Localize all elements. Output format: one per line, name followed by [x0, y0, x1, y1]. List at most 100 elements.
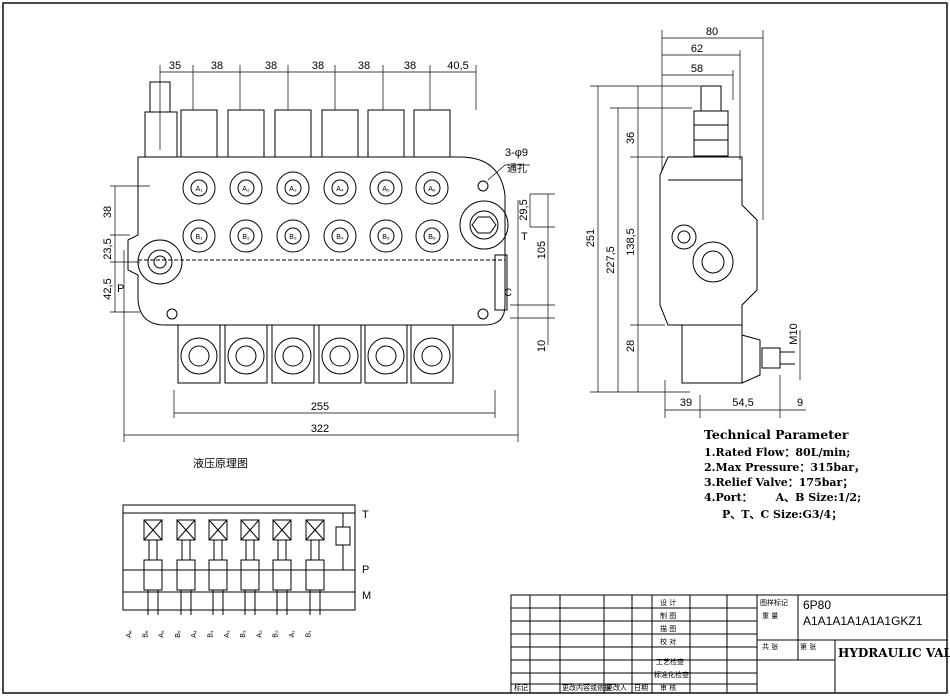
spool-caps	[180, 109, 451, 158]
dim-m10: M10	[788, 323, 800, 344]
dim-top-6: 38	[404, 60, 416, 72]
spool-cap	[413, 109, 451, 158]
port-a-label: A₁	[195, 186, 203, 193]
spool-end-inner	[188, 345, 210, 367]
side-cap	[700, 85, 722, 112]
side-p-port	[671, 224, 697, 250]
valve-box-bottom	[176, 559, 196, 591]
schematic-port-label: B₆	[142, 630, 149, 638]
tb-trace: 描 图	[660, 624, 676, 633]
port-a-inner	[377, 179, 395, 197]
side-p-port-inner	[677, 230, 691, 244]
side-spool-housing	[681, 324, 743, 384]
tb-date: 日期	[634, 684, 648, 692]
schematic-port-label: B₄	[208, 630, 215, 638]
tb-changer: 更改人	[606, 683, 627, 692]
port-a-label: A₃	[289, 186, 297, 193]
dim-36: 36	[625, 132, 637, 144]
spool-cap	[227, 109, 265, 158]
side-body	[659, 156, 758, 326]
tech-line-4: 4.Port： A、B Size:1/2;	[704, 491, 861, 504]
dim-39: 39	[680, 397, 692, 409]
title-block-text: 设 计 制 图 描 图 校 对 工艺检查 标准化检查 审 核 标记 更改内容或依…	[514, 598, 950, 692]
valve-box-top	[143, 519, 163, 541]
port-b-label: B₂	[242, 234, 250, 241]
c-port-stub	[494, 254, 508, 311]
hydraulic-schematic	[122, 504, 356, 615]
spool-end-inner	[235, 345, 257, 367]
port-b-inner	[423, 227, 441, 245]
spool-housing	[271, 324, 315, 384]
schematic-port-label: B₁	[305, 630, 312, 638]
side-t-port-inner	[701, 250, 725, 274]
port-a	[229, 171, 263, 205]
spool-housing	[318, 324, 362, 384]
schematic-port-label: B₃	[240, 630, 247, 638]
spool-end	[180, 337, 218, 375]
valve-box-bottom	[240, 559, 260, 591]
side-screw	[761, 347, 781, 369]
relief-hex	[471, 216, 497, 234]
schematic-p: P	[362, 564, 369, 576]
spool-cap	[367, 109, 405, 158]
spool-cap	[274, 109, 312, 158]
dim-28: 28	[625, 340, 637, 352]
port-b	[323, 219, 357, 253]
dim-58: 58	[691, 63, 703, 75]
front-dim-labels: 35 38 38 38 38 38 40,5 255 322 38 23,5 4…	[102, 60, 548, 435]
valve-box-top	[208, 519, 228, 541]
p-port-boss	[137, 239, 183, 285]
p-port	[147, 249, 173, 275]
side-dim-labels: 80 62 58 251 227,5 138,5 36 28 M10 39 54…	[585, 26, 803, 409]
dim-251: 251	[585, 229, 597, 247]
spool-end	[274, 337, 312, 375]
dim-54: 54,5	[732, 397, 753, 409]
spool-housing	[410, 324, 454, 384]
tb-total: 共 张	[762, 642, 778, 651]
dim-9: 9	[797, 397, 803, 409]
schematic-port-label: B₂	[273, 630, 280, 638]
tb-process: 工艺检查	[656, 657, 684, 666]
side-cap-nut	[693, 110, 729, 157]
spool-housing	[177, 324, 221, 384]
port-b	[276, 219, 310, 253]
tech-parameters: Technical Parameter 1.Rated Flow：80L/min…	[704, 427, 865, 521]
label-p: P	[117, 283, 124, 295]
schematic-port-label: A₅	[159, 630, 166, 638]
dim-right-10: 10	[536, 340, 548, 352]
tb-drawing-no: 图样标记	[760, 598, 788, 607]
spool-end	[227, 337, 265, 375]
tb-change: 更改内容或依据	[562, 683, 611, 692]
port-a-inner	[284, 179, 302, 197]
side-view	[659, 85, 795, 384]
dim-left-23: 23,5	[102, 238, 114, 259]
port-a	[369, 171, 403, 205]
spool-end-inner	[329, 345, 351, 367]
valve-box-bottom	[143, 559, 163, 591]
port-a	[276, 171, 310, 205]
tech-line-5: P、T、C Size:G3/4；	[722, 508, 842, 521]
port-a-inner	[331, 179, 349, 197]
tb-mark: 标记	[514, 683, 528, 692]
relief-valve-symbol	[335, 526, 351, 546]
spool-housing	[364, 324, 408, 384]
tech-line-3: 3.Relief Valve：175bar；	[704, 476, 853, 489]
dim-138: 138,5	[625, 228, 637, 256]
tb-std: 标准化检查	[654, 670, 689, 679]
dim-left-42: 42,5	[102, 278, 114, 299]
label-t: T	[521, 231, 528, 243]
dim-top-5: 38	[358, 60, 370, 72]
dim-right-105: 105	[536, 241, 548, 259]
front-dims	[110, 65, 555, 442]
mount-hole-3	[477, 308, 489, 320]
relief-boss	[459, 200, 509, 250]
schematic-m: M	[362, 590, 371, 602]
tb-weight: 重 量	[762, 612, 778, 620]
schematic-port-label: A₃	[224, 630, 231, 638]
dim-left-38: 38	[102, 206, 114, 218]
port-b-label: B₁	[195, 234, 203, 241]
